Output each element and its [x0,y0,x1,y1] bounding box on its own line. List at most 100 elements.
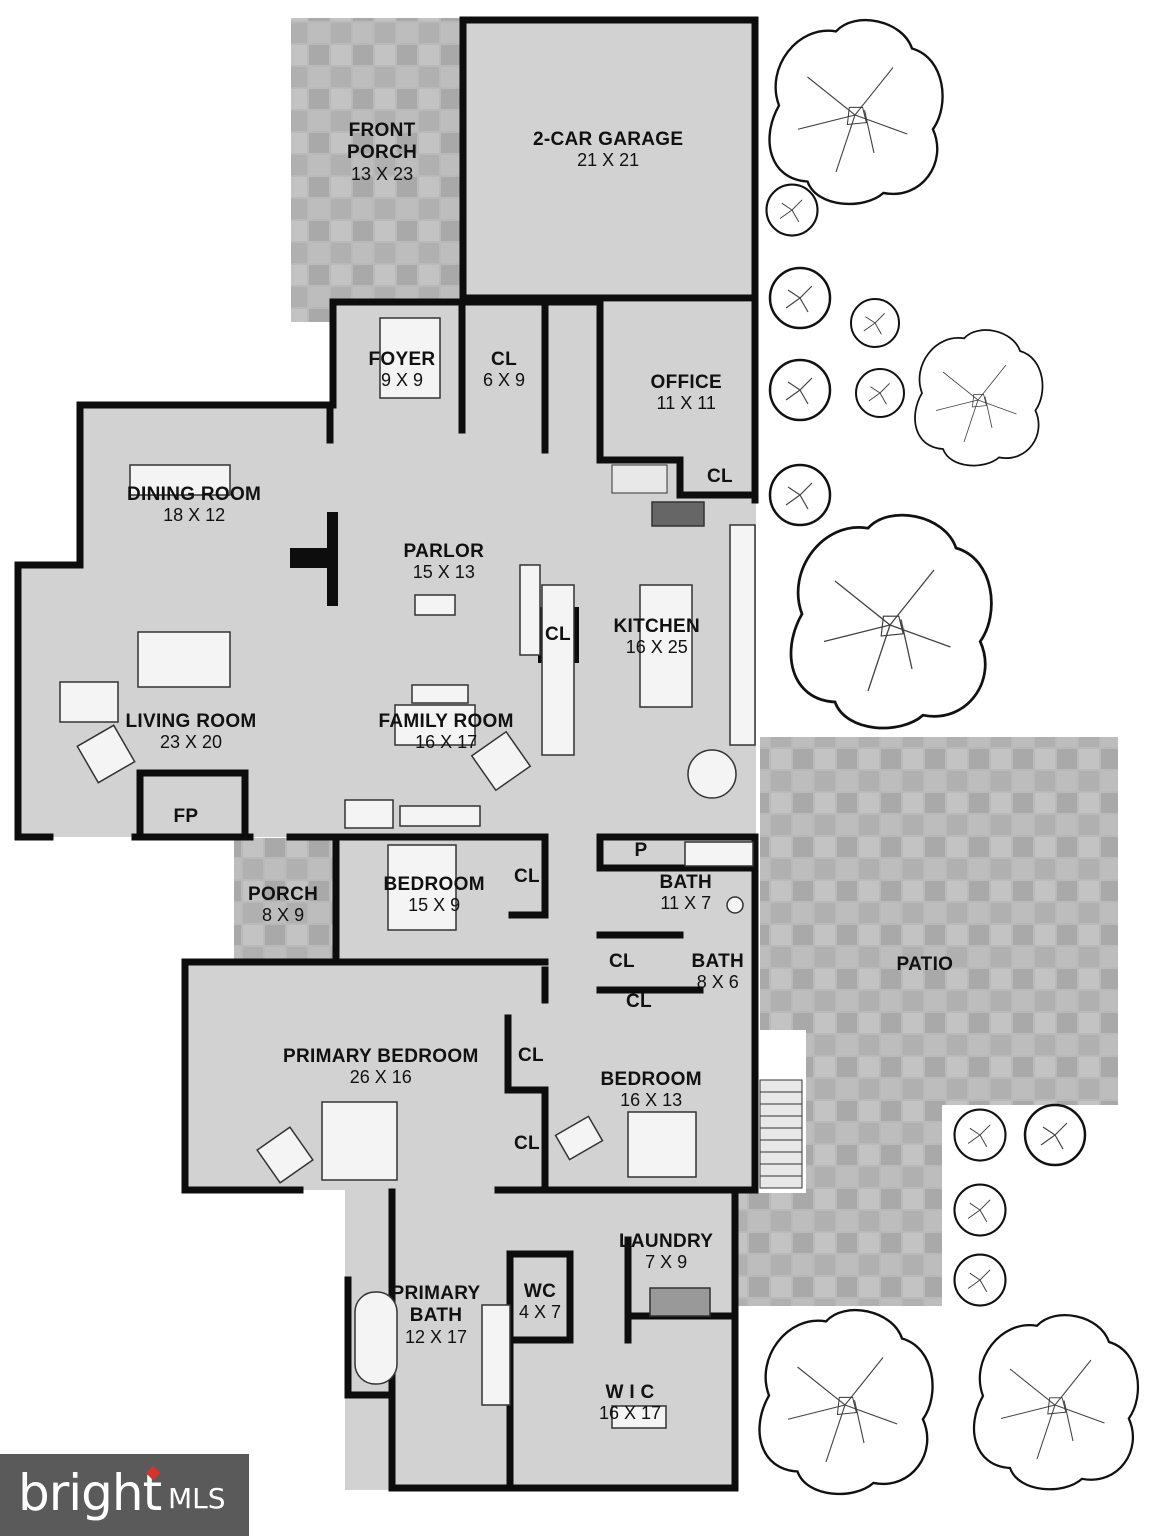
room-label-fp: FP [174,806,199,828]
room-name: CL [626,991,652,1012]
room-dimensions: 16 X 13 [620,1090,683,1111]
room-label-cl-primary-2: CL [514,1133,540,1155]
vanity [481,1304,511,1406]
room-name: CL [545,624,571,645]
sofa-family [394,704,476,746]
room-name: 2-CAR GARAGE [533,128,684,150]
room-dimensions: 4 X 7 [519,1302,562,1323]
room-name: FRONT [348,120,416,141]
room-dimensions: 8 X 9 [262,905,305,926]
room-dimensions: 9 X 9 [380,370,423,391]
room-name: PRIMARY BEDROOM [283,1045,479,1067]
room-dimensions: 8 X 6 [696,972,739,993]
freestanding-tub [354,1291,398,1385]
room-name: LIVING ROOM [125,710,257,732]
room-dimensions: 11 X 11 [656,393,716,414]
room-dimensions: 6 X 9 [483,370,526,391]
room-name: KITCHEN [613,615,701,637]
room-dimensions: 23 X 20 [159,732,223,753]
room-name: W I C [605,1381,655,1403]
room-label-cl-hall: CL [609,951,635,973]
room-dimensions: 13 X 23 [351,163,414,184]
round-table [687,749,737,799]
room-name: P [634,840,648,861]
room-name: CL [514,866,540,887]
bathtub [684,841,754,867]
toilet [726,896,744,914]
tv-console [411,684,469,704]
wall-stub [290,548,332,568]
room-name: BEDROOM [383,873,485,895]
room-dimensions: 7 X 9 [645,1252,688,1273]
bright-mls-logo: bright MLS [0,1454,249,1536]
room-dimensions: 12 X 17 [404,1326,468,1347]
room-name: FOYER [368,348,436,370]
primary-bed [321,1101,398,1181]
washer-dryer [649,1287,711,1317]
desk [554,1115,604,1161]
room-name: FP [173,806,199,827]
room-name: CL [518,1045,544,1066]
room-name: BATH [409,1304,463,1326]
room-dimensions: 21 X 21 [577,150,640,171]
front-porch-paving [291,18,463,322]
room-name: FAMILY ROOM [378,710,514,732]
porch-paving [234,838,334,962]
room-dimensions: 15 X 13 [412,562,475,583]
room-label-pantry: P [635,840,648,862]
room-label-cl-primary-1: CL [518,1045,544,1067]
room-name: BEDROOM [600,1068,702,1090]
parlor-table [414,594,456,616]
room-dimensions: 26 X 16 [349,1067,412,1088]
range [651,501,705,527]
room-name: PATIO [896,954,954,975]
room-label-cl-bed1: CL [514,866,540,888]
room-name: CL [609,951,635,972]
room-dimensions: 11 X 7 [660,893,712,914]
sofa [137,631,231,688]
room-name: WC [523,1280,557,1302]
room-name: CL [707,466,733,487]
armchair [76,724,136,784]
counter [541,584,575,756]
room-dimensions: 15 X 9 [408,895,461,916]
fixtures [59,317,756,1429]
console [344,799,394,829]
room-dimensions: 16 X 25 [625,637,688,658]
room-label-cl-office: CL [707,466,733,488]
room-label-patio: PATIO [897,954,954,976]
room-dimensions: 16 X 17 [415,732,478,753]
room-label-cl-kitchen: CL [545,624,571,646]
room-name: BATH [691,950,745,972]
dining-table [129,464,231,496]
logo-suffix: MLS [168,1482,226,1515]
coffee-table [59,681,119,723]
bed-1 [387,844,457,931]
room-name: OFFICE [650,371,722,393]
room-name: BATH [659,871,713,893]
wall-stub [327,512,338,606]
room-name: DINING ROOM [127,483,262,505]
room-label-cl-bed2: CL [626,991,652,1013]
room-name: PORCH [248,883,319,905]
room-name: PRIMARY [391,1283,481,1304]
armchair-family [470,730,532,792]
room-name: CL [514,1133,540,1154]
